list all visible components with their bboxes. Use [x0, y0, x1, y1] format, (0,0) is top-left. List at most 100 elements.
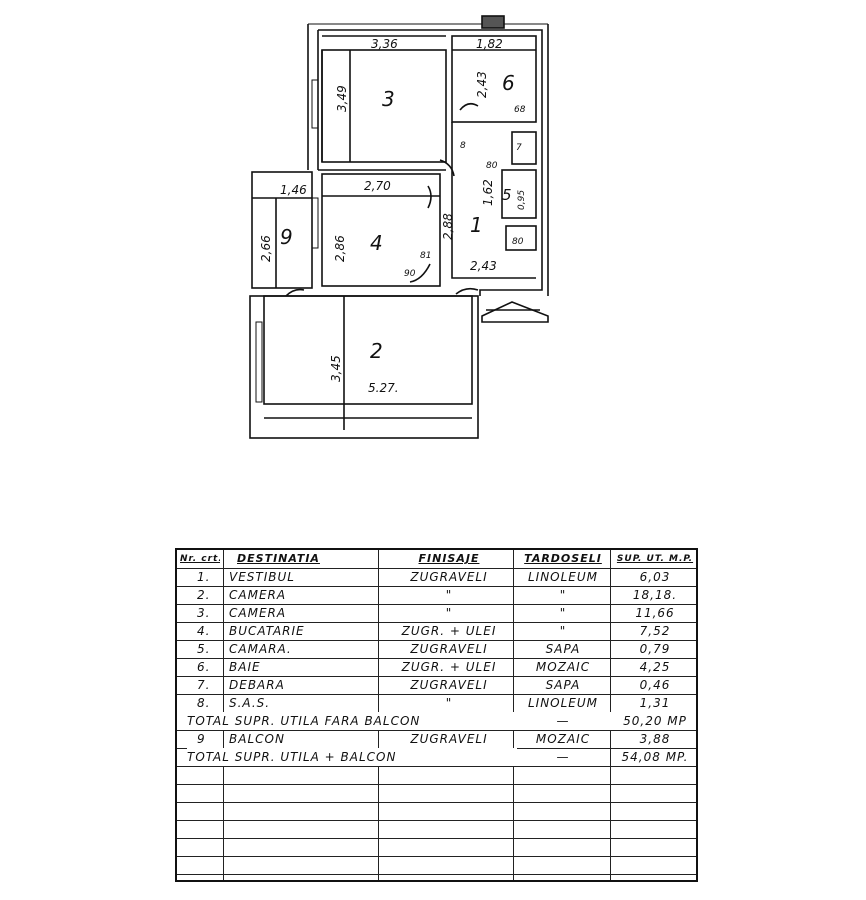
balcony-destinatia: BALCON [229, 732, 285, 746]
room-4-number: 4 [370, 231, 383, 255]
row-finisaje: ZUGR. + ULEI [401, 660, 497, 674]
dim-r9-width: 1,46 [280, 183, 307, 197]
dim-r3-height: 3,49 [335, 85, 349, 112]
empty-row [177, 784, 696, 803]
total-with-balcony-value: 54,08 MP. [621, 750, 689, 764]
room-schedule-table: Nr. crt. DESTINATIA FINISAJE TARDOSELI S… [175, 548, 698, 882]
table-row: 2. CAMERA " " 18,18. [177, 586, 696, 605]
row-suprafata: 1,31 [639, 696, 671, 710]
table-row: 1. VESTIBUL ZUGRAVELI LINOLEUM 6,03 [177, 568, 696, 587]
row-destinatia: CAMARA. [229, 642, 292, 656]
row-tardoseli: SAPA [545, 642, 581, 656]
dim-r4-width: 2,70 [364, 179, 391, 193]
row-tardoseli: LINOLEUM [527, 696, 599, 710]
room-7-number: 7 [516, 143, 522, 153]
row-nr: 7. [197, 678, 211, 692]
dim-r4-door: 90 [404, 269, 416, 279]
table-row: 7. DEBARA ZUGRAVELI SAPA 0,46 [177, 676, 696, 695]
row-finisaje: ZUGRAVELI [410, 570, 488, 584]
row-suprafata: 11,66 [635, 606, 675, 620]
dim-r8-mark: 80 [512, 237, 524, 247]
row-destinatia: CAMERA [229, 606, 287, 620]
dim-r9-height: 2,66 [259, 235, 273, 262]
table-row: 5. CAMARA. ZUGRAVELI SAPA 0,79 [177, 640, 696, 659]
balcony-suprafata: 3,88 [639, 732, 671, 746]
dim-r6-small: 68 [514, 105, 526, 115]
row-tardoseli: " [559, 588, 567, 602]
row-tardoseli: MOZAIC [535, 660, 591, 674]
dim-r5-height: 1,62 [481, 179, 495, 206]
empty-row [177, 820, 696, 839]
row-finisaje: ZUGR. + ULEI [401, 624, 497, 638]
dim-r2-width: 5.27. [368, 381, 399, 395]
room-2-number: 2 [370, 339, 383, 363]
table-row: 6. BAIE ZUGR. + ULEI MOZAIC 4,25 [177, 658, 696, 677]
row-suprafata: 7,52 [639, 624, 671, 638]
balcony-finisaje: ZUGRAVELI [410, 732, 488, 746]
room-3-number: 3 [382, 87, 395, 111]
dim-door-mark: 80 [486, 161, 498, 171]
row-nr: 5. [197, 642, 211, 656]
floor-plan: 3,36 1,82 3,49 2,43 68 80 1,46 2,70 2,66… [249, 15, 549, 439]
header-nr: Nr. crt. [180, 554, 220, 564]
header-tardoseli: TARDOSELI [524, 552, 602, 565]
row-suprafata: 0,46 [639, 678, 671, 692]
dim-r5-small: 0,95 [517, 190, 527, 210]
empty-row [177, 856, 696, 875]
total-without-balcony-dash: — [556, 714, 570, 728]
row-destinatia: BAIE [229, 660, 261, 674]
empty-row [177, 838, 696, 857]
room-5-number: 5 [502, 186, 512, 204]
room-9-number: 9 [280, 225, 293, 249]
total-without-balcony-value: 50,20 MP [623, 714, 687, 728]
dim-r6-height: 2,43 [475, 71, 489, 98]
header-finisaje: FINISAJE [418, 552, 480, 565]
balcony-row: 9 BALCON ZUGRAVELI MOZAIC 3,88 [177, 730, 696, 749]
header-destinatia: DESTINATIA [237, 552, 320, 565]
row-suprafata: 18,18. [632, 588, 678, 602]
header-suprafata: SUP. UT. M.P. [616, 554, 694, 564]
empty-row [177, 802, 696, 821]
dim-r6-width: 1,82 [476, 37, 503, 51]
room-1-number: 1 [470, 213, 483, 237]
row-nr: 8. [197, 696, 211, 710]
dim-r2-height: 3,45 [329, 355, 343, 382]
row-destinatia: BUCATARIE [229, 624, 305, 638]
row-finisaje: " [445, 696, 453, 710]
table-row: 4. BUCATARIE ZUGR. + ULEI " 7,52 [177, 622, 696, 641]
room-6-number: 6 [502, 71, 515, 95]
row-finisaje: ZUGRAVELI [410, 642, 488, 656]
total-with-balcony-dash: — [556, 750, 570, 764]
room-8-number: 8 [460, 141, 466, 151]
row-tardoseli: " [559, 606, 567, 620]
row-destinatia: DEBARA [229, 678, 285, 692]
total-without-balcony-row: TOTAL SUPR. UTILA FARA BALCON — 50,20 MP [177, 712, 696, 731]
empty-row [177, 766, 696, 785]
row-tardoseli: LINOLEUM [527, 570, 599, 584]
dim-r1-width: 2,43 [470, 259, 497, 273]
balcony-nr: 9 [197, 732, 206, 746]
total-with-balcony-label: TOTAL SUPR. UTILA + BALCON [187, 748, 517, 766]
balcony-tardoseli: MOZAIC [535, 732, 591, 746]
dim-small-mark: 81 [420, 251, 431, 261]
row-tardoseli: " [559, 624, 567, 638]
plan-walls [249, 15, 549, 439]
row-nr: 2. [197, 588, 211, 602]
total-with-balcony-row: TOTAL SUPR. UTILA + BALCON — 54,08 MP. [177, 748, 696, 767]
row-suprafata: 0,79 [639, 642, 671, 656]
dim-r3-width: 3,36 [371, 37, 398, 51]
row-suprafata: 4,25 [639, 660, 671, 674]
table-header-row: Nr. crt. DESTINATIA FINISAJE TARDOSELI S… [177, 550, 696, 569]
row-finisaje: ZUGRAVELI [410, 678, 488, 692]
row-finisaje: " [445, 588, 453, 602]
row-destinatia: CAMERA [229, 588, 287, 602]
row-nr: 1. [197, 570, 211, 584]
row-suprafata: 6,03 [639, 570, 671, 584]
dim-r4-height: 2,86 [333, 235, 347, 262]
row-destinatia: VESTIBUL [229, 570, 295, 584]
row-finisaje: " [445, 606, 453, 620]
row-nr: 4. [197, 624, 211, 638]
row-nr: 3. [197, 606, 211, 620]
row-destinatia: S.A.S. [229, 696, 271, 710]
total-without-balcony-label: TOTAL SUPR. UTILA FARA BALCON [187, 712, 517, 730]
